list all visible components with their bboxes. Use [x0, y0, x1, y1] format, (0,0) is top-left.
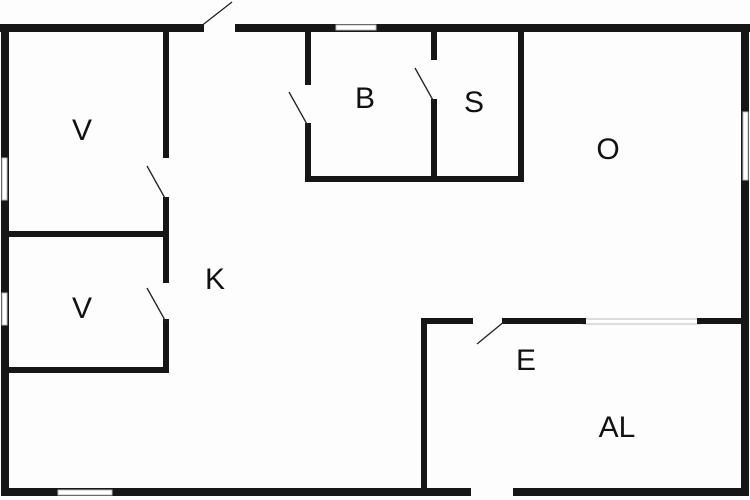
windows: [1, 24, 749, 496]
window: [57, 489, 113, 496]
sauna-door[interactable]: [414, 67, 435, 103]
window: [1, 292, 8, 326]
interior-walls: [2, 25, 748, 495]
entrance-door[interactable]: [199, 1, 233, 28]
room-label-kitchen: K: [205, 263, 225, 296]
window: [1, 157, 8, 201]
bathroom-door[interactable]: [288, 91, 309, 127]
window: [335, 24, 377, 31]
window: [582, 318, 701, 325]
room-label-living: O: [596, 133, 619, 166]
door-swings: [146, 1, 506, 345]
room-label-alcove: AL: [599, 411, 636, 444]
bedroom-door[interactable]: [146, 165, 167, 201]
room-label-bathroom: B: [355, 82, 375, 115]
window: [742, 111, 749, 181]
bedroom-door[interactable]: [146, 287, 167, 323]
room-labels: V V K B S O E AL: [72, 82, 635, 444]
room-label-entry: E: [516, 344, 536, 377]
room-label-bedroom-1: V: [72, 114, 92, 147]
room-label-sauna: S: [464, 86, 484, 119]
entry-door[interactable]: [476, 320, 506, 345]
room-label-bedroom-2: V: [72, 292, 92, 325]
